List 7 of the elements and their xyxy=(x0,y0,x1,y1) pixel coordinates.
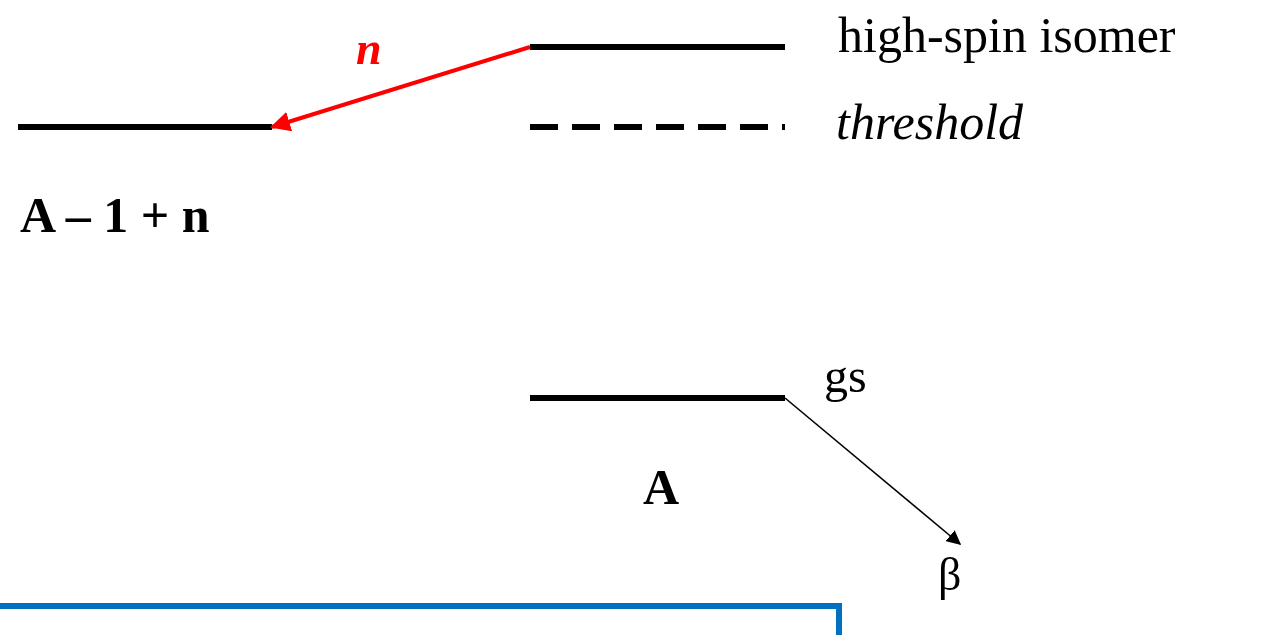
arrow xyxy=(270,45,531,132)
level-label: gs xyxy=(824,352,867,400)
level-label: A – 1 + n xyxy=(20,190,210,240)
beta-label: β xyxy=(938,552,962,598)
level-label: threshold xyxy=(836,97,1024,147)
arrow xyxy=(784,397,962,545)
level-label: A xyxy=(643,462,680,512)
